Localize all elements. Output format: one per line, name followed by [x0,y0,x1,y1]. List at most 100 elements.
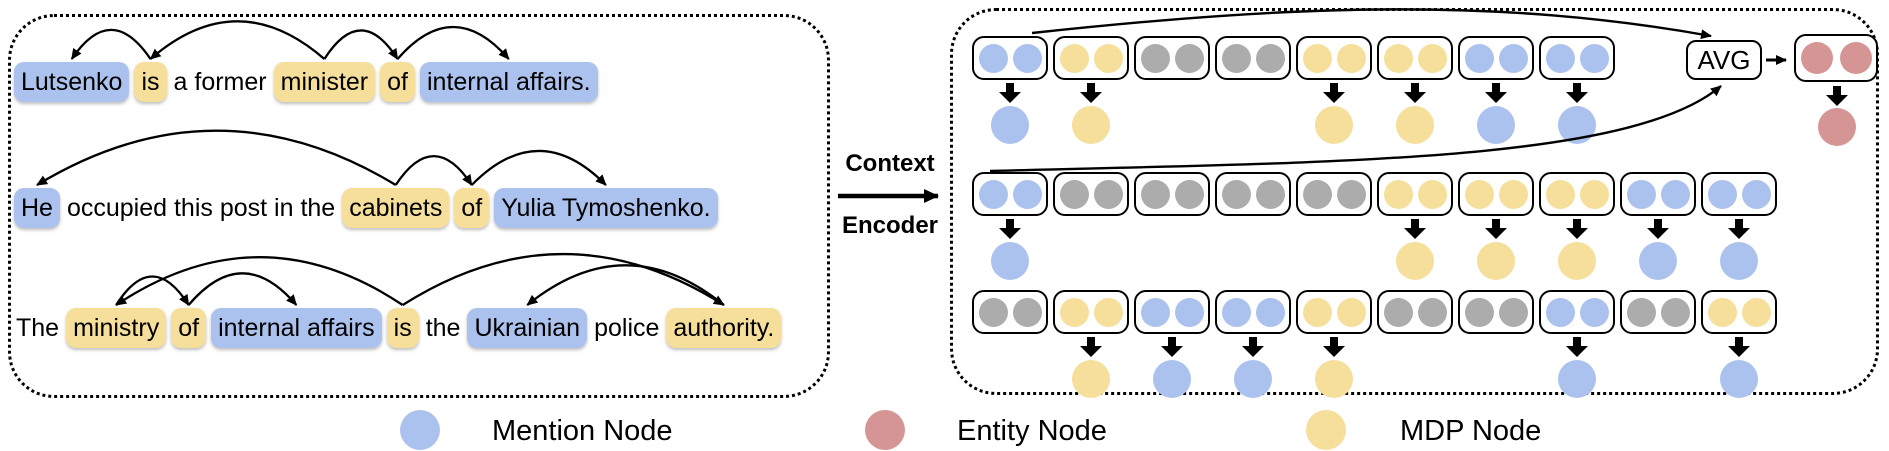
mention-node-circle [1720,360,1758,398]
token-box-mention [1701,172,1777,216]
mention-dot [1464,43,1494,73]
down-arrow-icon [1728,337,1750,357]
other-dot [1464,297,1494,327]
context-encoder-label-line1: Context [845,150,935,177]
mention-dot [1660,179,1690,209]
token-box-mdp [1053,36,1129,80]
entity-down-arrow-icon [1826,86,1848,106]
other-dot [1498,297,1528,327]
sentence-1-token-mdp: of [380,62,415,102]
sentences-panel [8,14,830,398]
sentence-2-token-mention: He [14,188,60,228]
mdp-node-circle [1396,106,1434,144]
token-box-other [1296,172,1372,216]
mdp-node-circle [1315,360,1353,398]
other-dot [1140,43,1170,73]
mdp-dot [1498,179,1528,209]
other-dot [1626,297,1656,327]
legend-mention-swatch [400,410,440,450]
mdp-dot [1417,179,1447,209]
other-dot [1221,43,1251,73]
context-encoder-label-line2: Encoder [841,212,939,239]
mdp-dot [1336,43,1366,73]
token-box-mdp [1377,36,1453,80]
token-box-other [1458,290,1534,334]
mention-dot [1741,179,1771,209]
mention-dot [978,43,1008,73]
mdp-dot [1383,43,1413,73]
down-arrow-icon [1404,83,1426,103]
legend-mdp-label: MDP Node [1400,415,1542,447]
mention-dot [1012,43,1042,73]
sentence-3-token-mention: internal affairs [211,308,382,348]
mdp-dot [1383,179,1413,209]
token-box-other [1215,172,1291,216]
sentence-1-token-mdp: minister [273,62,376,102]
down-arrow-icon [1485,83,1507,103]
other-dot [1255,179,1285,209]
avg-label: AVG [1697,44,1751,75]
sentence-3-token-mdp: of [171,308,207,348]
token-row-1 [972,36,1615,80]
other-dot [1302,179,1332,209]
sentence-3-token-plain: The [16,314,60,342]
other-dot [978,297,1008,327]
mention-dot [1498,43,1528,73]
sentence-2-token-mdp: of [454,188,490,228]
token-box-other [1053,172,1129,216]
sentence-3-token-plain: the [425,314,461,342]
mdp-node-circle [1072,106,1110,144]
entity-dot [1800,42,1833,74]
down-arrow-icon [1404,219,1426,239]
mention-dot [1579,297,1609,327]
down-arrow-icon [1485,219,1507,239]
token-box-mdp [1053,290,1129,334]
sentence-3-token-mention: Ukrainian [467,308,588,348]
down-arrow-icon [1323,337,1345,357]
mention-dot [1579,43,1609,73]
mention-dot [1221,297,1251,327]
other-dot [1660,297,1690,327]
down-arrow-icon [1728,219,1750,239]
mdp-dot [1741,297,1771,327]
token-box-mdp [1296,36,1372,80]
mdp-node-circle [1396,242,1434,280]
token-box-mention [1539,290,1615,334]
other-dot [1059,179,1089,209]
avg-box: AVG [1686,40,1762,80]
legend-entity-label: Entity Node [957,415,1107,447]
mdp-node-circle [1477,242,1515,280]
token-box-other [1134,36,1210,80]
mdp-node-circle [1315,106,1353,144]
other-dot [1174,43,1204,73]
legend-mdp-swatch [1306,410,1346,450]
legend-mention-label: Mention Node [492,415,673,447]
mention-dot [1626,179,1656,209]
token-box-mention [972,36,1048,80]
token-box-mention [1215,290,1291,334]
down-arrow-icon [1647,219,1669,239]
token-row-2 [972,172,1777,216]
mention-dot [1545,43,1575,73]
mention-node-circle [991,242,1029,280]
mention-node-circle [1558,360,1596,398]
down-arrow-icon [1566,219,1588,239]
other-dot [1221,179,1251,209]
token-box-other [1620,290,1696,334]
token-box-other [972,290,1048,334]
mdp-dot [1059,43,1089,73]
other-dot [1174,179,1204,209]
mdp-node-circle [1072,360,1110,398]
mdp-node-circle [1558,242,1596,280]
other-dot [1417,297,1447,327]
legend-entity-swatch [865,410,905,450]
token-box-mdp [1539,172,1615,216]
mention-dot [1174,297,1204,327]
sentence-2-token-mention: Yulia Tymoshenko. [494,188,718,228]
mdp-dot [1545,179,1575,209]
mention-node-circle [1639,242,1677,280]
down-arrow-icon [1080,83,1102,103]
mention-node-circle [1153,360,1191,398]
other-dot [1336,179,1366,209]
